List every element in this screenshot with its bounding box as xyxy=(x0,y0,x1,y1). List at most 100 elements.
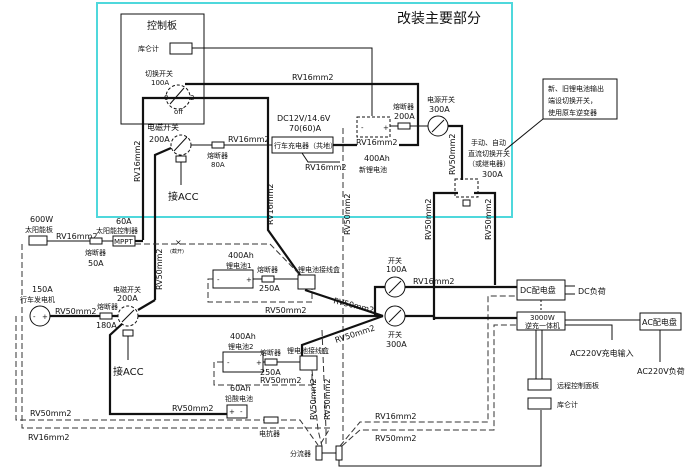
cable-label: RV16mm2 xyxy=(28,433,69,442)
relay-coil-icon xyxy=(122,329,134,337)
shunt-label: 分流器 xyxy=(290,449,311,458)
fuse-icon xyxy=(211,141,225,149)
remote-panel-box xyxy=(527,378,552,391)
lead-battery-label: 铅酸电池 xyxy=(225,394,253,403)
mppt-label: MPPT xyxy=(114,238,133,246)
cable-label: RV50mm2 xyxy=(260,376,301,385)
solar-panel-label: 太阳能板 xyxy=(25,225,53,234)
controller-current: 60A xyxy=(116,217,132,226)
cable-label: RV16mm2 xyxy=(292,73,333,82)
fuse-label: 熔断器 xyxy=(393,102,414,111)
cable-label: RV50mm2 xyxy=(323,379,332,420)
junction-box1 xyxy=(297,274,316,290)
svg-text:+: + xyxy=(256,359,262,367)
cable-label: RV50mm2 xyxy=(155,249,164,290)
fuse-rating: 50A xyxy=(88,259,104,268)
note-box xyxy=(542,78,618,120)
solar-panel-icon xyxy=(28,235,48,246)
relay-label: （或继电器） xyxy=(468,159,510,168)
cable-label: RV50mm2 xyxy=(333,296,375,315)
relay-right-wire xyxy=(474,191,497,285)
cable-label: RV16mm2 xyxy=(56,232,97,241)
modification-frame xyxy=(96,2,513,218)
relay-rating: 300A xyxy=(482,170,503,179)
junction-box-label: 锂电池接线盒 xyxy=(298,265,340,274)
cable-label: RV50mm2 xyxy=(30,409,71,418)
em-switch-rating: 200A xyxy=(117,294,138,303)
reactor-icon xyxy=(263,416,279,424)
em-switch-label: 电磁开关 xyxy=(113,285,141,294)
inverter-power: 3000W xyxy=(530,314,555,322)
fuse-label: 熔断器 xyxy=(257,265,278,274)
svg-text:-: - xyxy=(240,408,243,416)
fuse-rating: 200A xyxy=(394,112,415,121)
fuse-icon xyxy=(397,122,411,130)
solar-power: 600W xyxy=(30,215,53,224)
fuse-rating: 180A xyxy=(96,321,117,330)
cable-label: RV16mm2 xyxy=(228,135,269,144)
cut-note: (截开) xyxy=(170,248,184,255)
em-switch-label: 电磁开关 xyxy=(147,122,179,132)
charger-current: 70(60)A xyxy=(289,124,322,133)
svg-text:-: - xyxy=(33,313,36,321)
inverter-label: 逆充一体机 xyxy=(525,321,560,330)
svg-text:+: + xyxy=(42,313,48,321)
cable-label: RV16mm2 xyxy=(133,141,142,182)
control-panel-title: 控制板 xyxy=(147,19,177,32)
ac-load-label: AC220V负荷 xyxy=(637,366,685,376)
fuse-label: 熔断器 xyxy=(97,302,118,311)
ac-panel-label: AC配电盘 xyxy=(642,317,677,327)
dashed-wire xyxy=(21,244,331,446)
top-rv16-wire xyxy=(185,82,420,147)
vehicle-charger-label: 行车充电器（共地） xyxy=(274,141,337,150)
battery1-capacity: 400Ah xyxy=(228,251,254,260)
fuse-label: 熔断器 xyxy=(85,248,106,257)
alternator-label: 行车发电机 xyxy=(20,295,55,304)
relay-coil-icon xyxy=(175,155,187,163)
dashed-wire xyxy=(15,316,319,446)
battery1-label: 锂电池1 xyxy=(226,261,251,270)
svg-text:+: + xyxy=(383,124,389,132)
fuse-rating: 80A xyxy=(211,161,225,169)
cable-label: RV50mm2 xyxy=(424,199,433,240)
dc-load-label: DC负荷 xyxy=(578,286,606,296)
coulomb-label: 库仑计 xyxy=(557,400,578,409)
junction-box-label: 锂电池接线盒 xyxy=(287,346,329,355)
shunt-icon xyxy=(315,445,323,461)
cable-label: RV50mm2 xyxy=(343,194,352,235)
controller-label: 太阳能控制器 xyxy=(96,226,138,235)
coulomb-wire xyxy=(192,47,373,116)
cable-label: RV16mm2 xyxy=(356,138,397,147)
note-line: 使用原车逆变器 xyxy=(548,108,597,117)
power-switch-label: 电源开关 xyxy=(427,95,455,104)
remote-panel-label: 远程控制面板 xyxy=(557,381,599,390)
switch2-rating: 300A xyxy=(386,340,407,349)
em-switch-wire xyxy=(153,146,172,300)
ac-input-label: AC220V充电输入 xyxy=(570,348,634,358)
fuse-icon xyxy=(89,237,103,245)
switch2-label: 开关 xyxy=(388,330,402,339)
svg-text:-: - xyxy=(227,359,230,367)
cable-label: RV16mm2 xyxy=(305,163,346,172)
fuse-label: 熔断器 xyxy=(260,348,281,357)
battery2-capacity: 400Ah xyxy=(230,332,256,341)
coulomb-meter-box xyxy=(527,397,552,410)
fuse-icon xyxy=(264,358,278,366)
off-label: off xyxy=(174,108,183,116)
junction-box2 xyxy=(299,355,318,371)
lead-battery-capacity: 60Ah xyxy=(230,384,251,393)
fuse-rating: 250A xyxy=(259,284,280,293)
em-switch-rating: 200A xyxy=(149,135,170,144)
cable-label: RV50mm2 xyxy=(55,307,96,316)
acc-label: 接ACC xyxy=(113,365,144,378)
coulomb-meter xyxy=(169,42,193,55)
cable-label: RV50mm2 xyxy=(309,379,318,420)
charger-spec: DC12V/14.6V xyxy=(277,114,331,123)
acc-label: 接ACC xyxy=(168,190,199,203)
battery2-label: 锂电池2 xyxy=(228,342,253,351)
lead-battery-icon xyxy=(226,404,248,419)
fuse-icon xyxy=(99,312,113,320)
cable-label: RV50mm2 xyxy=(172,404,213,413)
fuse-icon xyxy=(261,275,275,283)
